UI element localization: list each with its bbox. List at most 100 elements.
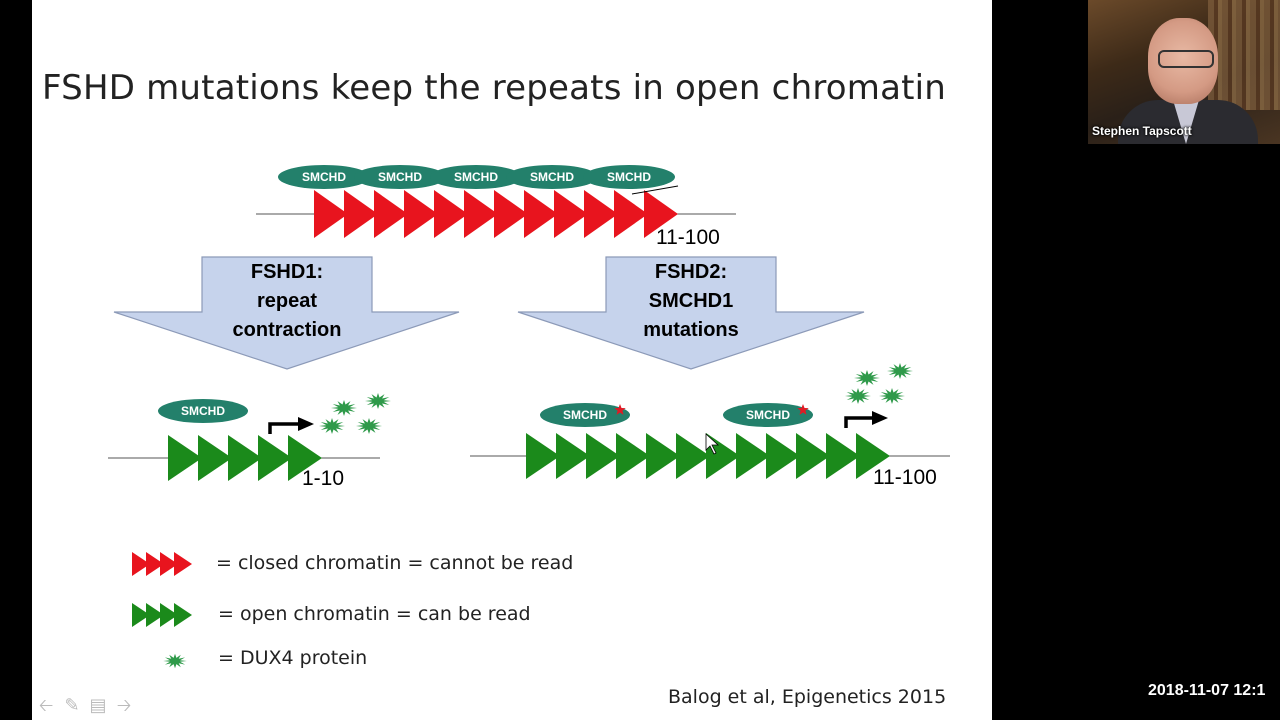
chromatin-diagram: SMCHD SMCHD SMCHD SMCHD SMCHD 11-100 FSHD1: … <box>108 165 950 669</box>
open-repeat-triangle <box>826 433 860 479</box>
open-repeat-triangle <box>856 433 890 479</box>
smchd-label: SMCHD <box>181 404 225 418</box>
back-arrow-icon[interactable]: 🡠 <box>38 695 54 716</box>
fshd2-repeat-count: 11-100 <box>873 466 937 489</box>
closed-repeat-triangle <box>584 190 618 238</box>
dux4-protein-icon <box>331 400 357 416</box>
open-repeat-triangle <box>736 433 770 479</box>
legend-open-chromatin: = open chromatin = can be read <box>218 603 531 625</box>
open-repeat-triangle <box>146 603 164 627</box>
closed-repeat-triangle <box>314 190 348 238</box>
transcription-arrow-icon <box>844 416 874 428</box>
smchd-label: SMCHD <box>530 170 574 184</box>
open-repeat-triangle <box>526 433 560 479</box>
closed-repeat-triangle <box>524 190 558 238</box>
closed-repeat-triangle <box>344 190 378 238</box>
menu-icon[interactable]: ▤ <box>89 695 107 716</box>
open-repeat-triangle <box>258 435 292 481</box>
fshd1-repeat-array: SMCHD 1-10 <box>108 393 391 490</box>
closed-repeat-triangle <box>404 190 438 238</box>
fshd1-repeat-count: 1-10 <box>302 467 344 490</box>
fshd1-label-line1: FSHD1: <box>251 261 323 283</box>
legend-green-triangles-icon <box>132 603 192 627</box>
smchd-protein-icon <box>430 165 522 189</box>
open-repeat-triangle <box>556 433 590 479</box>
closed-repeat-triangle <box>644 190 678 238</box>
closed-repeat-triangle <box>464 190 498 238</box>
dux4-protein-icon <box>319 418 345 434</box>
recording-timestamp: 2018-11-07 12:1 <box>1148 682 1266 699</box>
open-repeat-triangle <box>646 433 680 479</box>
open-repeat-triangle <box>586 433 620 479</box>
smchd-label: SMCHD <box>302 170 346 184</box>
dux4-protein-icon <box>887 363 913 379</box>
smchd-protein-icon <box>278 165 370 189</box>
fshd1-label-line3: contraction <box>233 319 342 341</box>
pen-icon[interactable]: ✎ <box>64 695 80 716</box>
glasses-icon <box>1158 50 1214 68</box>
dux4-protein-icon <box>854 370 880 386</box>
open-repeat-triangle <box>796 433 830 479</box>
dux4-protein-icon <box>365 393 391 409</box>
dux4-protein-icon <box>879 388 905 404</box>
smchd-label: SMCHD <box>607 170 651 184</box>
smchd-protein-icon <box>723 403 813 427</box>
presentation-slide: FSHD mutations keep the repeats in open … <box>32 0 992 720</box>
smchd-protein-icon <box>354 165 446 189</box>
open-repeat-triangle <box>132 603 150 627</box>
dux4-protein-icon <box>356 418 382 434</box>
closed-repeat-triangle <box>434 190 468 238</box>
top-repeat-array: SMCHD SMCHD SMCHD SMCHD SMCHD 11-100 <box>256 165 736 249</box>
closed-repeat-triangle <box>494 190 528 238</box>
slide-nav-controls: 🡠 ✎ ▤ 🡢 <box>36 696 134 716</box>
legend-dux4-protein-icon <box>163 653 187 669</box>
participant-name: Stephen Tapscott <box>1092 124 1192 138</box>
slide-title: FSHD mutations keep the repeats in open … <box>42 68 947 108</box>
smchd-protein-icon <box>158 399 248 423</box>
fshd2-label-line2: SMCHD1 <box>649 290 733 312</box>
legend-red-triangles-icon <box>132 552 192 576</box>
top-repeat-count: 11-100 <box>656 226 720 249</box>
bookshelf-background <box>1208 0 1280 110</box>
legend-closed-chromatin: = closed chromatin = cannot be read <box>216 552 574 574</box>
smchd-label: SMCHD <box>563 408 607 422</box>
open-repeat-triangle <box>676 433 710 479</box>
smchd-label: SMCHD <box>454 170 498 184</box>
mutation-star-icon <box>797 404 809 415</box>
fshd2-repeat-array: SMCHD SMCHD 11-100 <box>470 363 950 489</box>
webcam-video-tile[interactable]: Stephen Tapscott <box>1088 0 1280 144</box>
closed-repeat-triangle <box>132 552 150 576</box>
smchd-protein-icon <box>540 403 630 427</box>
closed-repeat-triangle <box>146 552 164 576</box>
open-repeat-triangle <box>288 435 322 481</box>
fshd2-label-line1: FSHD2: <box>655 261 727 283</box>
closed-repeat-triangle <box>160 552 178 576</box>
smchd-label: SMCHD <box>746 408 790 422</box>
open-repeat-triangle <box>160 603 178 627</box>
open-repeat-triangle <box>616 433 650 479</box>
open-repeat-triangle <box>228 435 262 481</box>
open-repeat-triangle <box>198 435 232 481</box>
mutation-star-icon <box>614 404 626 415</box>
fshd2-label-line3: mutations <box>643 319 739 341</box>
open-repeat-triangle <box>168 435 202 481</box>
fshd2-arrow: FSHD2: SMCHD1 mutations <box>517 256 865 370</box>
open-repeat-triangle <box>174 603 192 627</box>
smchd-protein-icon <box>506 165 598 189</box>
closed-repeat-triangle <box>614 190 648 238</box>
fshd1-label-line2: repeat <box>257 290 317 312</box>
forward-arrow-icon[interactable]: 🡢 <box>116 695 132 716</box>
open-repeat-triangle <box>766 433 800 479</box>
transcription-arrow-icon <box>268 422 300 434</box>
dux4-protein-icon <box>163 653 187 669</box>
closed-repeat-triangle <box>554 190 588 238</box>
smchd-label: SMCHD <box>378 170 422 184</box>
closed-repeat-triangle <box>374 190 408 238</box>
fshd1-arrow: FSHD1: repeat contraction <box>113 256 460 370</box>
citation: Balog et al, Epigenetics 2015 <box>668 686 947 708</box>
mouse-cursor-icon <box>705 433 720 455</box>
dux4-protein-icon <box>845 388 871 404</box>
legend-dux4-protein: = DUX4 protein <box>218 647 368 669</box>
smchd-protein-icon <box>583 165 675 189</box>
closed-repeat-triangle <box>174 552 192 576</box>
